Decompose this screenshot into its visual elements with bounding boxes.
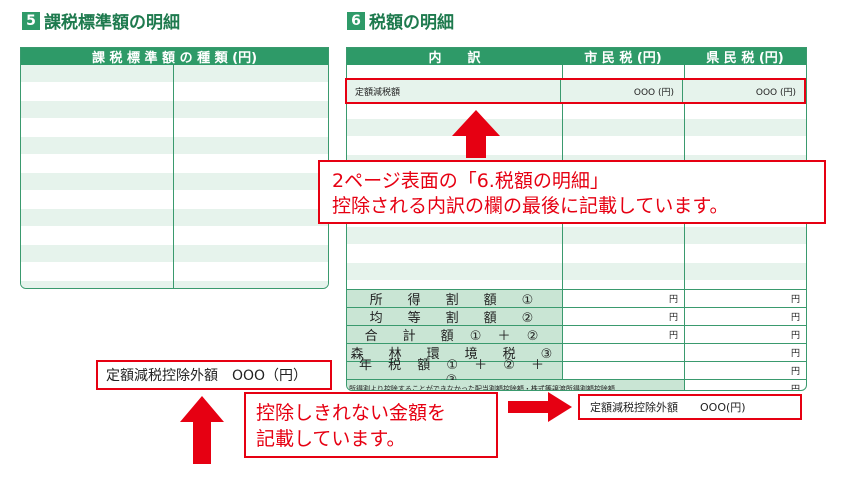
section5-title-text: 課税標準額の明細 <box>44 13 180 33</box>
tax-base-row <box>21 83 328 101</box>
tax-base-row <box>21 209 328 227</box>
fixed-tax-reduction-label: 定額減税額 <box>355 87 401 98</box>
tax-detail-table-header: 内 訳 市 民 税 (円) 県 民 税 (円) <box>347 48 806 66</box>
callout-top-line1: 2ページ表面の「6.税額の明細」 <box>332 170 609 192</box>
tax-base-row <box>21 191 328 209</box>
calc-row-city: 円 <box>562 308 684 325</box>
calc-row-city <box>562 344 684 361</box>
calc-row-pref: 円 <box>684 326 806 343</box>
tax-detail-row <box>347 245 806 263</box>
fixed-tax-reduction-row: 定額減税額 OOO (円) OOO (円) <box>345 78 806 104</box>
tax-base-divider <box>173 65 174 288</box>
callout-middle-line2: 記載しています。 <box>256 428 406 450</box>
fixed-tax-reduction-city: OOO (円) <box>560 80 682 102</box>
calc-row-pref: 円 <box>684 362 806 379</box>
tax-detail-row <box>347 137 806 155</box>
tax-detail-divider-2 <box>684 65 685 390</box>
tax-base-row <box>21 281 328 288</box>
calc-row-last: 所得割より控除することができなかった配当割額控除額・株式等譲渡所得割額控除額 円 <box>347 379 806 390</box>
tax-detail-row <box>347 263 806 281</box>
section6-title: 6 税額の明細 <box>347 8 454 33</box>
calc-row-last-pref: 円 <box>684 382 806 390</box>
up-arrow-icon-left <box>180 396 224 464</box>
calc-row-label: 合 計 額 ① ＋ ② <box>347 326 562 344</box>
tax-base-rows <box>21 65 328 288</box>
fixed-tax-reduction-pref: OOO (円) <box>682 80 804 102</box>
section5-number: 5 <box>22 11 40 30</box>
tax-base-row <box>21 227 328 245</box>
callout-right-box: 定額減税控除外額 OOO(円) <box>578 394 802 420</box>
calc-row-city: 円 <box>562 290 684 307</box>
calc-row-label: 均 等 割 額 ② <box>347 308 562 326</box>
section6-number: 6 <box>347 11 365 30</box>
up-arrow-icon <box>452 110 500 158</box>
calc-row-pref: 円 <box>684 308 806 325</box>
callout-middle: 控除しきれない金額を 記載しています。 <box>244 392 498 458</box>
header-breakdown: 内 訳 <box>428 51 481 66</box>
tax-detail-row <box>347 119 806 137</box>
tax-base-row <box>21 245 328 263</box>
tax-base-row <box>21 173 328 191</box>
tax-base-row <box>21 101 328 119</box>
section5-title: 5 課税標準額の明細 <box>22 8 180 33</box>
tax-base-header-label: 課 税 標 準 額 の 種 類 (円) <box>91 51 258 66</box>
calc-row-pref: 円 <box>684 344 806 361</box>
callout-top-line2: 控除される内訳の欄の最後に記載しています。 <box>332 195 729 217</box>
calc-row-label: 所 得 割 額 ① <box>347 290 562 308</box>
tax-detail-row <box>347 281 806 299</box>
callout-middle-line1: 控除しきれない金額を <box>256 402 447 424</box>
tax-base-row <box>21 155 328 173</box>
callout-top: 2ページ表面の「6.税額の明細」 控除される内訳の欄の最後に記載しています。 <box>318 160 826 224</box>
calc-row-label: 年 税 額 ① ＋ ② ＋ ③ <box>347 358 562 388</box>
calc-row: 森 林 環 境 税 ③ 円 <box>347 343 806 362</box>
calc-row-label: 森 林 環 境 税 ③ <box>347 344 562 362</box>
right-arrow-icon <box>508 392 572 422</box>
tax-base-row <box>21 263 328 281</box>
tax-base-table: 課 税 標 準 額 の 種 類 (円) <box>20 47 329 289</box>
tax-detail-divider-1 <box>562 65 563 390</box>
calc-row-last-label: 所得割より控除することができなかった配当割額控除額・株式等譲渡所得割額控除額 <box>347 380 684 390</box>
calc-row-pref: 円 <box>684 290 806 307</box>
header-pref-tax: 県 民 税 (円) <box>706 51 784 66</box>
tax-detail-row <box>347 227 806 245</box>
tax-detail-row <box>347 209 806 227</box>
tax-base-row <box>21 65 328 83</box>
tax-base-table-header: 課 税 標 準 額 の 種 類 (円) <box>21 48 328 66</box>
section6-title-text: 税額の明細 <box>369 13 454 33</box>
calc-row-city: 円 <box>562 326 684 343</box>
tax-detail-row <box>347 101 806 119</box>
tax-base-row <box>21 119 328 137</box>
tax-base-row <box>21 137 328 155</box>
header-city-tax: 市 民 税 (円) <box>584 51 662 66</box>
calc-row-city <box>562 362 684 379</box>
calc-row: 年 税 額 ① ＋ ② ＋ ③ 円 <box>347 358 806 388</box>
callout-left-box: 定額減税控除外額 OOO（円） <box>96 360 332 390</box>
